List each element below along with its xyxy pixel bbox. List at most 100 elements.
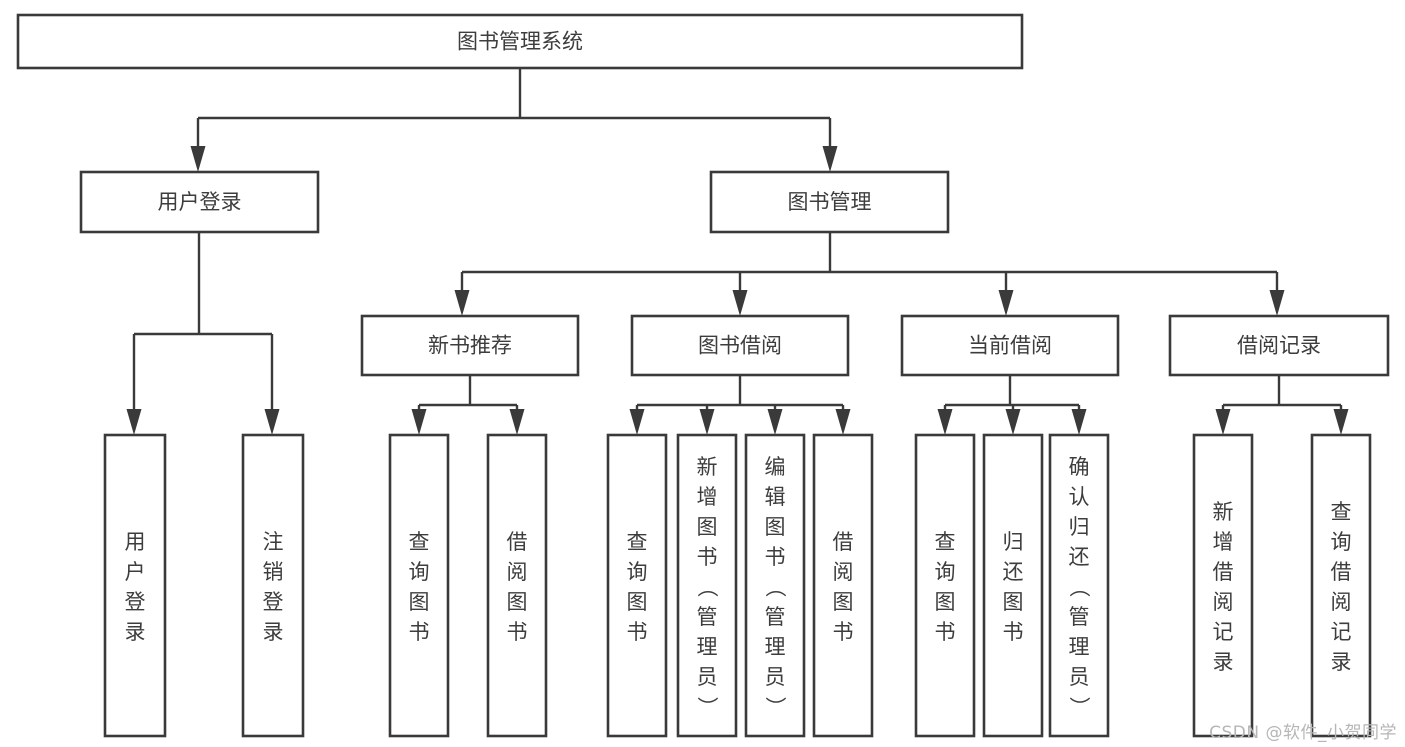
svg-text:阅: 阅 xyxy=(507,560,528,584)
svg-text:书: 书 xyxy=(507,620,528,644)
svg-text:注: 注 xyxy=(263,530,284,554)
node-box-new-book-recommend xyxy=(360,314,580,377)
svg-text:记: 记 xyxy=(1213,620,1234,644)
node-box-leaf-query-record xyxy=(1310,433,1372,738)
svg-text:管: 管 xyxy=(1069,605,1090,629)
node-borrow-record[interactable]: 借阅记录 xyxy=(1168,314,1390,377)
svg-text:图: 图 xyxy=(765,515,786,539)
svg-text:书: 书 xyxy=(697,545,718,569)
svg-text:员: 员 xyxy=(697,665,718,689)
node-new-book-recommend[interactable]: 新书推荐 xyxy=(360,314,580,377)
svg-text:查: 查 xyxy=(627,530,648,554)
svg-text:还: 还 xyxy=(1069,545,1090,569)
node-label-root: 图书管理系统 xyxy=(457,30,583,54)
svg-text:阅: 阅 xyxy=(1331,590,1352,614)
svg-text:录: 录 xyxy=(1213,650,1234,674)
svg-text:书: 书 xyxy=(409,620,430,644)
node-box-root xyxy=(16,13,1024,70)
borrow-record-drop-0-arrowhead xyxy=(1215,409,1231,435)
node-label-book-manage: 图书管理 xyxy=(788,190,872,214)
node-root[interactable]: 图书管理系统 xyxy=(16,13,1024,70)
node-box-book-borrow xyxy=(630,314,850,377)
svg-text:员: 员 xyxy=(765,665,786,689)
svg-text:询: 询 xyxy=(409,560,430,584)
node-label-new-book-recommend: 新书推荐 xyxy=(428,334,512,358)
svg-text:员: 员 xyxy=(1069,665,1090,689)
svg-text:录: 录 xyxy=(263,620,284,644)
svg-text:（: （ xyxy=(695,576,719,597)
current-borrow-drop-0-arrowhead xyxy=(937,409,953,435)
svg-text:询: 询 xyxy=(627,560,648,584)
svg-text:还: 还 xyxy=(1003,560,1024,584)
node-current-borrow[interactable]: 当前借阅 xyxy=(900,314,1120,377)
svg-text:图: 图 xyxy=(627,590,648,614)
svg-text:书: 书 xyxy=(627,620,648,644)
svg-text:编: 编 xyxy=(765,455,786,479)
book-borrow-drop-0-arrowhead xyxy=(629,409,645,435)
node-book-borrow[interactable]: 图书借阅 xyxy=(630,314,850,377)
svg-text:借: 借 xyxy=(507,530,528,554)
book-manage-drop-3-arrowhead xyxy=(1269,290,1285,316)
user-login-drop-0-arrowhead xyxy=(126,409,142,435)
svg-text:辑: 辑 xyxy=(765,485,786,509)
svg-text:阅: 阅 xyxy=(833,560,854,584)
new-book-recommend-drop-0-arrowhead xyxy=(411,409,427,435)
node-box-current-borrow xyxy=(900,314,1120,377)
svg-text:书: 书 xyxy=(833,620,854,644)
svg-text:新: 新 xyxy=(1213,500,1234,524)
svg-text:用: 用 xyxy=(125,530,146,554)
node-box-leaf-add-record xyxy=(1192,433,1254,738)
node-leaf-user-login[interactable]: 用户登录 xyxy=(103,433,167,738)
svg-text:录: 录 xyxy=(1331,650,1352,674)
svg-text:阅: 阅 xyxy=(1213,590,1234,614)
svg-text:书: 书 xyxy=(935,620,956,644)
svg-text:录: 录 xyxy=(125,620,146,644)
node-label-leaf-user-login: 用户登录 xyxy=(125,530,146,644)
svg-text:询: 询 xyxy=(935,560,956,584)
svg-text:归: 归 xyxy=(1003,530,1024,554)
svg-text:增: 增 xyxy=(1213,530,1234,554)
book-manage-drop-1-arrowhead xyxy=(732,290,748,316)
node-label-current-borrow: 当前借阅 xyxy=(968,334,1052,358)
node-label-book-borrow: 图书借阅 xyxy=(698,334,782,358)
book-borrow-drop-2-arrowhead xyxy=(767,409,783,435)
node-box-borrow-record xyxy=(1168,314,1390,377)
node-book-manage[interactable]: 图书管理 xyxy=(709,170,950,234)
svg-text:）: ） xyxy=(763,696,787,717)
user-login-drop-1-arrowhead xyxy=(264,409,280,435)
svg-text:理: 理 xyxy=(697,635,718,659)
svg-text:登: 登 xyxy=(263,590,284,614)
svg-text:图: 图 xyxy=(935,590,956,614)
svg-text:销: 销 xyxy=(263,560,284,584)
svg-text:查: 查 xyxy=(409,530,430,554)
svg-text:借: 借 xyxy=(1213,560,1234,584)
node-box-leaf-borrow-book-2 xyxy=(812,433,874,738)
svg-text:增: 增 xyxy=(697,485,718,509)
svg-text:登: 登 xyxy=(125,590,146,614)
current-borrow-drop-1-arrowhead xyxy=(1005,409,1021,435)
node-user-login[interactable]: 用户登录 xyxy=(79,170,320,234)
